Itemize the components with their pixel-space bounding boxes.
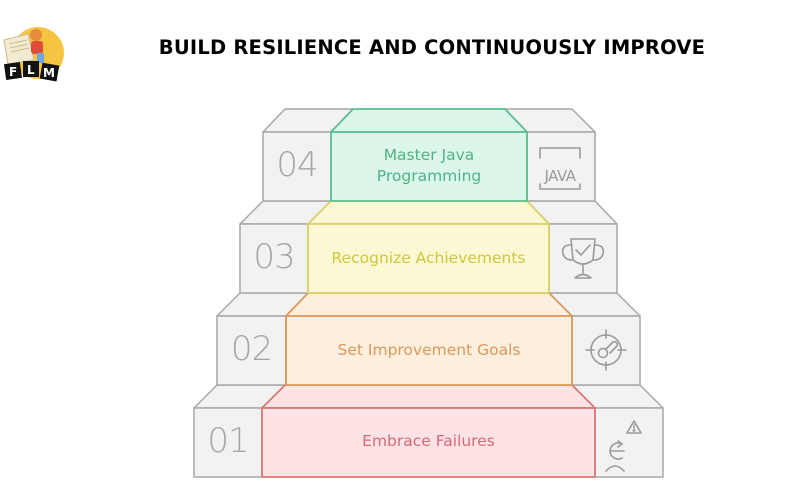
book-icon: [3, 33, 35, 65]
flm-logo: F L M: [3, 27, 64, 82]
step-04-center: [330, 108, 528, 202]
step-02-gray-blocks: [216, 292, 641, 386]
svg-text:L: L: [27, 63, 35, 77]
step-label-04: Master Java Programming: [331, 145, 527, 187]
target-goal-icon: [585, 329, 627, 371]
step-number-01: 01: [207, 421, 249, 461]
step-number-02: 02: [230, 329, 273, 369]
svg-text:JAVA: JAVA: [543, 167, 576, 185]
step-number-04: 04: [276, 145, 318, 185]
flm-letter-tiles: F L M: [3, 61, 60, 82]
step-label-02: Set Improvement Goals: [337, 341, 521, 359]
person-warning-icon: [605, 420, 642, 472]
step-01-gray-blocks: [193, 384, 664, 478]
svg-text:M: M: [43, 66, 55, 80]
step-label-04-line2: Programming: [376, 167, 482, 185]
step-label-03: Recognize Achievements: [331, 249, 526, 267]
page-title: BUILD RESILIENCE AND CONTINUOUSLY IMPROV…: [158, 36, 706, 59]
step-03-center: [307, 200, 550, 294]
svg-text:F: F: [9, 65, 17, 79]
child-reading-icon: [30, 29, 44, 63]
step-number-03: 03: [253, 237, 295, 277]
step-label-04-line1: Master Java: [383, 146, 475, 164]
trophy-check-icon: [561, 238, 605, 279]
step-02-center: [285, 292, 573, 386]
java-icon: JAVA: [539, 147, 581, 190]
step-03-gray-blocks: [239, 200, 618, 294]
step-label-01: Embrace Failures: [362, 432, 495, 450]
